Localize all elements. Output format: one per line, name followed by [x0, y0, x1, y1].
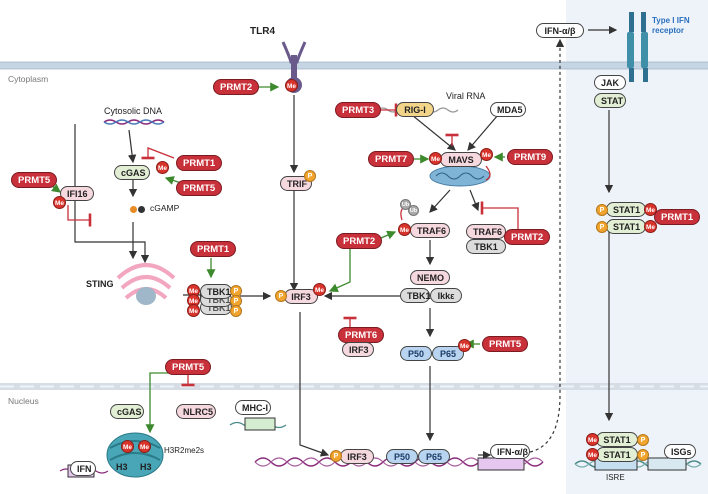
er-golgi — [116, 263, 176, 305]
nuclear-envelope — [0, 383, 708, 390]
stat1-nuclear-a: STAT1 — [596, 432, 638, 447]
prmt1-cgas-badge: PRMT1 — [176, 155, 223, 171]
phospho-irf3: P — [275, 290, 287, 302]
mavs-node: MAVS — [440, 152, 482, 167]
irf3-prmt6-node: IRF3 — [342, 342, 374, 357]
stat1-nuclear-b: STAT1 — [596, 447, 638, 462]
cytosolic-dna-label: Cytosolic DNA — [104, 106, 163, 116]
mhc-gene-box — [244, 417, 276, 431]
p65-node: P65 — [432, 346, 464, 361]
mda5-node: MDA5 — [490, 102, 526, 117]
phospho-stat1-nuclear-a: P — [637, 434, 649, 446]
mitochondrion — [429, 165, 491, 187]
prmt5-nuclear-badge: PRMT5 — [165, 359, 212, 375]
prmt2-traf6-complex-badge: PRMT2 — [504, 229, 551, 245]
cgamp-molecule-b — [138, 206, 145, 213]
prmt-activation-arrows — [51, 82, 505, 434]
me-tlr4: Me — [285, 79, 298, 92]
p50-node: P50 — [400, 346, 432, 361]
p50-nuclear-node: P50 — [386, 449, 418, 464]
tlr4-label: TLR4 — [250, 26, 275, 37]
phospho-trif: P — [304, 170, 316, 182]
ifi16-node: IFI16 — [60, 186, 94, 201]
viral-rna-label: Viral RNA — [446, 91, 486, 101]
jak-node: JAK — [594, 75, 626, 90]
phospho-stat1-b: P — [596, 221, 608, 233]
ifn-receptor — [627, 12, 648, 82]
plasma-membrane — [0, 61, 708, 70]
ifn-ab-nuclear-node: IFN-α/β — [490, 444, 530, 459]
cgamp-molecule — [130, 206, 137, 213]
me-h3-b: Me — [138, 440, 151, 453]
me-mavs-b: Me — [480, 148, 493, 161]
ubiquitin-a: Ub — [400, 199, 411, 210]
me-tbk1-c: Me — [187, 304, 200, 317]
isgs-node: ISGs — [664, 444, 696, 459]
traf6-node: TRAF6 — [410, 223, 450, 238]
ifn-secretion-arrow — [529, 38, 565, 453]
tbk1-nemo-node: TBK1 — [400, 288, 431, 303]
me-stat1-b: Me — [644, 220, 657, 233]
nucleus-label: Nucleus — [8, 396, 39, 406]
tbk1-node: TBK1 — [200, 284, 232, 299]
cytosolic-dna-strand-b — [103, 119, 165, 125]
prmt5-cgas-badge: PRMT5 — [176, 180, 223, 196]
h3-label-b: H3 — [140, 462, 152, 472]
prmt5-p65-badge: PRMT5 — [482, 336, 529, 352]
me-h3-a: Me — [121, 440, 134, 453]
prmt2-tlr4-badge: PRMT2 — [213, 79, 260, 95]
nlrc5-node: NLRC5 — [176, 404, 216, 419]
prmt5-ifi16-badge: PRMT5 — [11, 172, 58, 188]
cytosolic-dna-strand — [103, 119, 165, 125]
prmt3-badge: PRMT3 — [335, 102, 382, 118]
stat1-node-b: STAT1 — [606, 219, 646, 234]
ifn-receptor-panel — [566, 0, 708, 494]
traf6-complex-node: TRAF6 — [466, 224, 506, 239]
cytoplasm-label: Cytoplasm — [8, 74, 49, 84]
phospho-stat1-a: P — [596, 204, 608, 216]
ifn-receptor-label: Type I IFN receptor — [652, 16, 690, 35]
prmt9-badge: PRMT9 — [507, 149, 554, 165]
ifn-ab-extracellular: IFN-α/β — [536, 23, 584, 38]
prmt2-traf6-badge: PRMT2 — [336, 233, 383, 249]
cgamp-label: cGAMP — [150, 203, 180, 213]
ikke-node: Ikkε — [430, 288, 462, 303]
phospho-stat1-nuclear-b: P — [637, 449, 649, 461]
ubiquitin-b: Ub — [408, 205, 419, 216]
irf3-nuclear-node: IRF3 — [340, 449, 374, 464]
mhc1-node: MHC-I — [235, 400, 271, 415]
me-mavs-a: Me — [429, 152, 442, 165]
h3r2me2s-label: H3R2me2s — [164, 446, 205, 455]
me-stat1-nuclear-b: Me — [586, 448, 599, 461]
stat1-node-a: STAT1 — [606, 202, 646, 217]
tbk1-complex-node: TBK1 — [466, 239, 506, 254]
me-traf6: Me — [398, 223, 411, 236]
isre-label: ISRE — [606, 473, 625, 482]
h3-label-a: H3 — [116, 462, 128, 472]
prmt7-badge: PRMT7 — [368, 151, 415, 167]
p65-nuclear-node: P65 — [418, 449, 450, 464]
me-cgas: Me — [156, 161, 169, 174]
cgas-nuclear-node: cGAS — [110, 404, 144, 419]
nemo-node: NEMO — [410, 270, 450, 285]
phospho-irf3-nuclear: P — [330, 450, 342, 462]
stat-node: STAT — [594, 93, 626, 108]
phospho-tbk1-c: P — [230, 305, 242, 317]
cgas-node: cGAS — [114, 165, 150, 180]
prmt1-stat1-badge: PRMT1 — [654, 209, 701, 225]
me-stat1-nuclear-a: Me — [586, 433, 599, 446]
irf3-node: IRF3 — [284, 289, 318, 304]
prmt6-badge: PRMT6 — [338, 327, 385, 343]
trif-node: TRIF — [280, 176, 312, 191]
me-p65: Me — [458, 339, 471, 352]
me-irf3: Me — [313, 283, 326, 296]
prmt1-tbk1-badge: PRMT1 — [190, 241, 237, 257]
rigi-node: RIG-I — [396, 102, 434, 117]
me-ifi16: Me — [53, 196, 66, 209]
sting-label: STING — [86, 279, 114, 289]
activation-arrows — [74, 25, 650, 460]
ifn-node: IFN — [70, 461, 96, 476]
